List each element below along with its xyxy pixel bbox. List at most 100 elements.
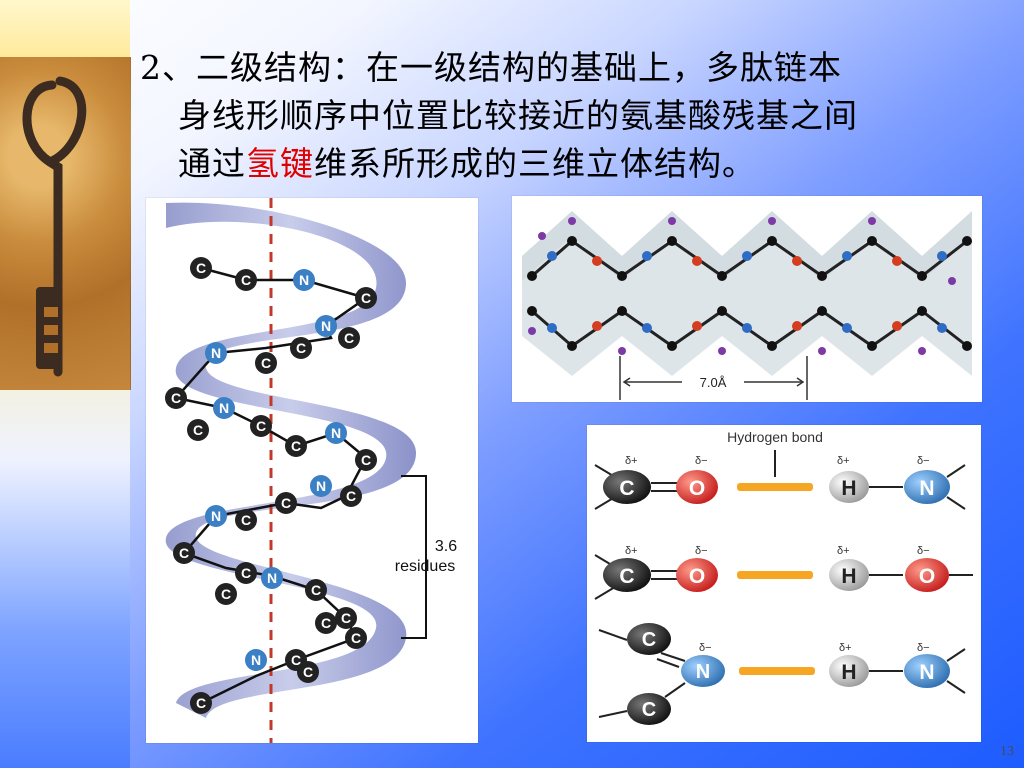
helix-atom: C xyxy=(355,449,377,471)
bond-row-2: δ+ δ− δ+ δ− C O H O xyxy=(594,545,973,600)
svg-text:δ+: δ+ xyxy=(837,545,850,557)
svg-text:O: O xyxy=(689,477,705,500)
svg-text:δ−: δ− xyxy=(917,642,930,654)
helix-atom: N xyxy=(310,475,332,497)
bond-row-3: δ− δ+ δ− C N C H N xyxy=(598,623,966,725)
svg-text:δ−: δ− xyxy=(695,455,708,467)
helix-atom: C xyxy=(235,562,257,584)
svg-text:C: C xyxy=(642,699,656,721)
slide-title: 2、二级结构：在一级结构的基础上，多肽链本 身线形顺序中位置比较接近的氨基酸残基… xyxy=(140,44,990,188)
svg-text:N: N xyxy=(211,345,221,361)
svg-text:C: C xyxy=(296,340,306,356)
svg-text:C: C xyxy=(196,260,206,276)
beta-sheet-figure: 7.0Å xyxy=(512,196,982,402)
svg-text:C: C xyxy=(171,390,181,406)
svg-text:C: C xyxy=(241,272,251,288)
old-key-photo-icon xyxy=(0,57,131,390)
helix-atom: C xyxy=(235,269,257,291)
svg-text:N: N xyxy=(331,425,341,441)
helix-atom: C xyxy=(335,607,357,629)
svg-text:δ−: δ− xyxy=(695,545,708,557)
svg-text:δ+: δ+ xyxy=(839,642,852,654)
helix-atom: C xyxy=(355,287,377,309)
helix-atom: C xyxy=(190,257,212,279)
svg-text:δ+: δ+ xyxy=(837,455,850,467)
svg-text:C: C xyxy=(179,545,189,561)
svg-text:C: C xyxy=(351,630,361,646)
page-number: 13 xyxy=(1000,744,1014,759)
helix-atom: C xyxy=(345,627,367,649)
hydrogen-bond-figure: Hydrogen bond δ+ δ− δ+ δ− C O H N xyxy=(587,425,981,742)
title-line-3: 通过氢键维系所形成的三维立体结构。 xyxy=(140,140,990,188)
helix-atom: C xyxy=(305,579,327,601)
helix-atom: C xyxy=(290,337,312,359)
annotation-unit: residues xyxy=(395,558,455,575)
helix-atom: N xyxy=(325,422,347,444)
alpha-helix-figure: C C N C N C N C C C N C C C N C C N C C … xyxy=(146,198,478,743)
svg-text:N: N xyxy=(211,508,221,524)
svg-text:C: C xyxy=(361,452,371,468)
alpha-helix-svg: C C N C N C N C C C N C C C N C C N C C … xyxy=(165,198,457,743)
svg-text:N: N xyxy=(321,318,331,334)
svg-text:C: C xyxy=(619,565,634,588)
svg-text:C: C xyxy=(619,477,634,500)
residue-bracket xyxy=(401,475,427,639)
svg-text:C: C xyxy=(196,695,206,711)
helix-atom: N xyxy=(245,649,267,671)
helix-atom: N xyxy=(205,505,227,527)
svg-text:N: N xyxy=(251,652,261,668)
helix-atom: C xyxy=(165,387,187,409)
helix-atom: C xyxy=(315,612,337,634)
svg-text:N: N xyxy=(299,272,309,288)
svg-text:C: C xyxy=(321,615,331,631)
svg-text:δ−: δ− xyxy=(699,642,712,654)
helix-atom: C xyxy=(340,485,362,507)
helix-atom: C xyxy=(250,415,272,437)
helix-atom: C xyxy=(285,435,307,457)
svg-text:C: C xyxy=(291,438,301,454)
svg-text:C: C xyxy=(344,330,354,346)
svg-text:C: C xyxy=(291,652,301,668)
helix-atom: C xyxy=(285,649,307,671)
svg-text:O: O xyxy=(919,565,935,588)
helix-atoms: C C N C N C N C C C N C C C N C C N C C … xyxy=(165,257,377,714)
title-line-2: 身线形顺序中位置比较接近的氨基酸残基之间 xyxy=(178,96,858,135)
helix-atom: C xyxy=(275,492,297,514)
svg-text:H: H xyxy=(841,661,856,684)
svg-text:N: N xyxy=(919,477,934,500)
svg-text:δ+: δ+ xyxy=(625,455,638,467)
title-line-1: 2、二级结构：在一级结构的基础上，多肽链本 xyxy=(140,48,842,87)
svg-text:C: C xyxy=(361,290,371,306)
svg-text:O: O xyxy=(689,565,705,588)
helix-atom: N xyxy=(213,397,235,419)
hydrogen-bond-title: Hydrogen bond xyxy=(727,429,823,445)
svg-text:C: C xyxy=(311,582,321,598)
helix-atom: N xyxy=(261,567,283,589)
sheet-atoms xyxy=(527,217,972,355)
svg-text:N: N xyxy=(267,570,277,586)
svg-text:δ+: δ+ xyxy=(625,545,638,557)
distance-marker xyxy=(619,356,808,400)
helix-atom: C xyxy=(190,692,212,714)
bond-row-1: δ+ δ− δ+ δ− C O H N xyxy=(594,455,966,510)
svg-text:C: C xyxy=(303,664,313,680)
svg-text:C: C xyxy=(256,418,266,434)
svg-text:N: N xyxy=(919,661,934,684)
helix-atom: N xyxy=(205,342,227,364)
svg-text:H: H xyxy=(841,565,856,588)
svg-text:N: N xyxy=(316,478,326,494)
svg-text:δ−: δ− xyxy=(917,455,930,467)
svg-text:C: C xyxy=(281,495,291,511)
helix-atom: N xyxy=(293,269,315,291)
svg-text:C: C xyxy=(341,610,351,626)
helix-atom: C xyxy=(338,327,360,349)
helix-atom: C xyxy=(215,583,237,605)
helix-atom: N xyxy=(315,315,337,337)
title-line-3-before: 通过 xyxy=(178,144,246,183)
svg-text:δ−: δ− xyxy=(917,545,930,557)
hydrogen-bond-svg: Hydrogen bond δ+ δ− δ+ δ− C O H N xyxy=(594,429,973,725)
beta-sheet-svg: 7.0Å xyxy=(522,211,972,400)
helix-atom: C xyxy=(255,352,277,374)
helix-atom: C xyxy=(235,509,257,531)
svg-text:C: C xyxy=(642,629,656,651)
